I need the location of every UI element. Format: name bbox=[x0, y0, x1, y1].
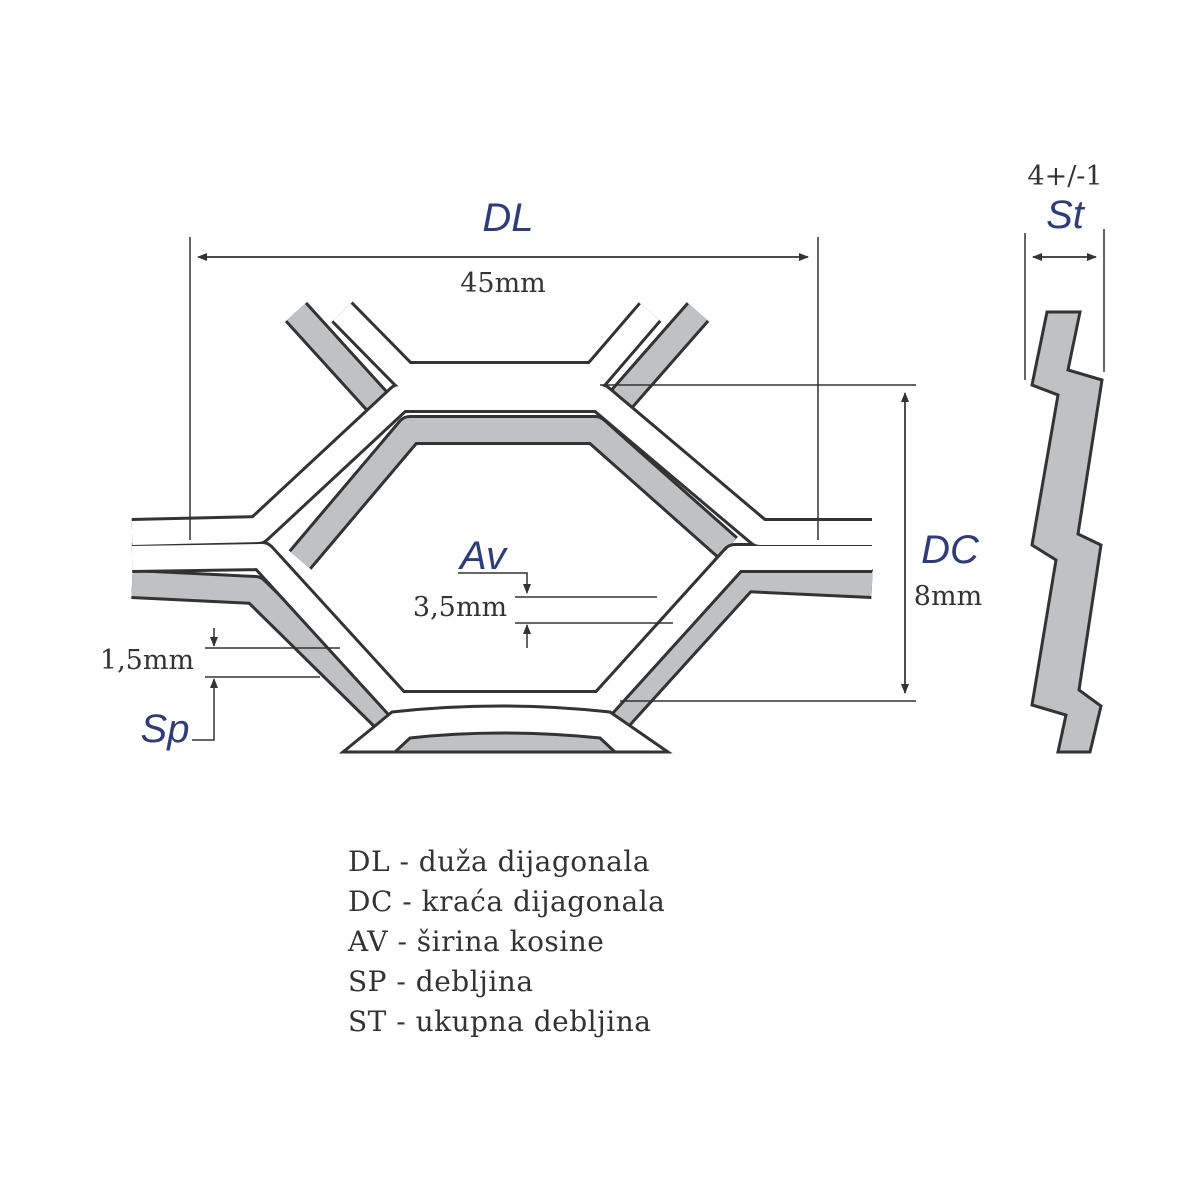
legend: DL - duža dijagonala DC - kraća dijagona… bbox=[348, 842, 665, 1042]
av-value: 3,5mm bbox=[413, 592, 507, 623]
legend-item-dl: DL - duža dijagonala bbox=[348, 845, 651, 878]
side-profile bbox=[1030, 310, 1104, 754]
sp-dimension bbox=[192, 628, 340, 741]
dl-value: 45mm bbox=[460, 268, 546, 299]
legend-item-dc: DC - kraća dijagonala bbox=[348, 885, 666, 918]
dl-label: DL bbox=[482, 196, 533, 240]
legend-item-av: AV - širina kosine bbox=[348, 925, 605, 958]
legend-item-sp: SP - debljina bbox=[348, 965, 534, 998]
dl-dimension bbox=[189, 237, 819, 540]
av-label: Av bbox=[458, 534, 508, 578]
st-label: St bbox=[1046, 193, 1086, 237]
mesh-top-faces bbox=[131, 301, 872, 720]
dc-value: 8mm bbox=[914, 581, 982, 612]
st-dimension bbox=[1024, 229, 1105, 380]
sp-label: Sp bbox=[141, 707, 190, 751]
st-value: 4+/-1 bbox=[1027, 161, 1102, 192]
sp-value: 1,5mm bbox=[100, 645, 194, 676]
legend-item-st: ST - ukupna debljina bbox=[348, 1005, 652, 1038]
dc-dimension bbox=[600, 384, 916, 702]
bottom-node-side bbox=[391, 731, 619, 754]
mesh-side-faces bbox=[131, 301, 873, 729]
dc-label: DC bbox=[921, 528, 980, 572]
av-dimension bbox=[458, 572, 673, 648]
